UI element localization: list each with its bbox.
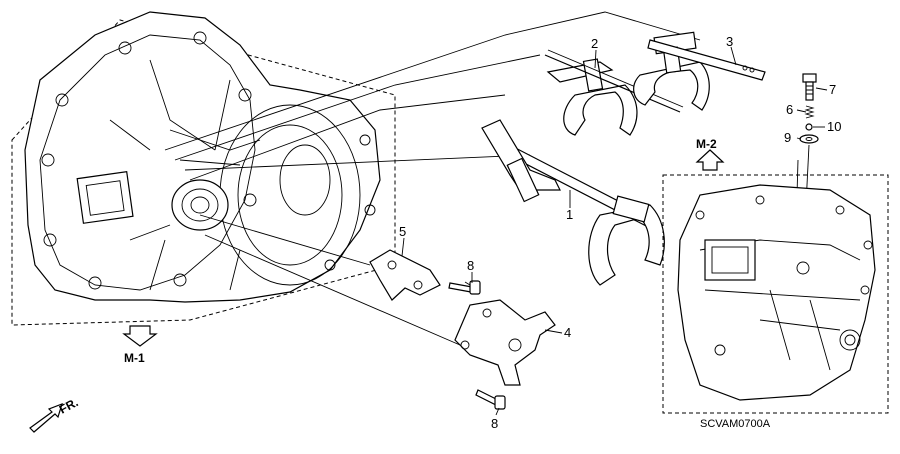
leader-lines <box>164 11 701 346</box>
callout-8-upper: 8 <box>467 258 474 273</box>
callout-8-lower: 8 <box>491 416 498 431</box>
transmission-case <box>662 174 889 414</box>
shift-fork-1 <box>481 119 665 286</box>
diagram-code: SCVAM0700A <box>700 418 771 430</box>
m1-arrow-icon <box>122 325 158 347</box>
callout-3: 3 <box>726 34 733 49</box>
callout-leaders <box>401 46 828 416</box>
front-direction-arrow-icon <box>29 402 63 433</box>
shift-fork-2 <box>544 49 684 136</box>
interlock-bracket-4 <box>454 299 556 386</box>
bolt-8-upper <box>448 280 481 295</box>
ref-m2: M-2 <box>696 137 717 151</box>
shift-fork-3 <box>633 31 766 111</box>
callout-6: 6 <box>786 102 793 117</box>
detent-spring-6 <box>804 105 815 119</box>
bolt-8-lower <box>475 389 506 410</box>
callout-10: 10 <box>827 119 841 134</box>
callout-1: 1 <box>566 207 573 222</box>
callout-5: 5 <box>399 224 406 239</box>
callout-9: 9 <box>784 130 791 145</box>
transmission-housing <box>11 11 396 326</box>
detent-ball-10 <box>805 123 813 131</box>
m2-arrow-icon <box>695 149 725 171</box>
sealing-washer-9 <box>799 134 819 144</box>
shift-guide-5 <box>369 249 441 301</box>
callout-2: 2 <box>591 36 598 51</box>
ref-m1: M-1 <box>124 351 145 365</box>
front-direction-label: FR. <box>57 395 81 416</box>
detent-bolt-7 <box>802 73 817 101</box>
callout-7: 7 <box>829 82 836 97</box>
callout-4: 4 <box>564 325 571 340</box>
